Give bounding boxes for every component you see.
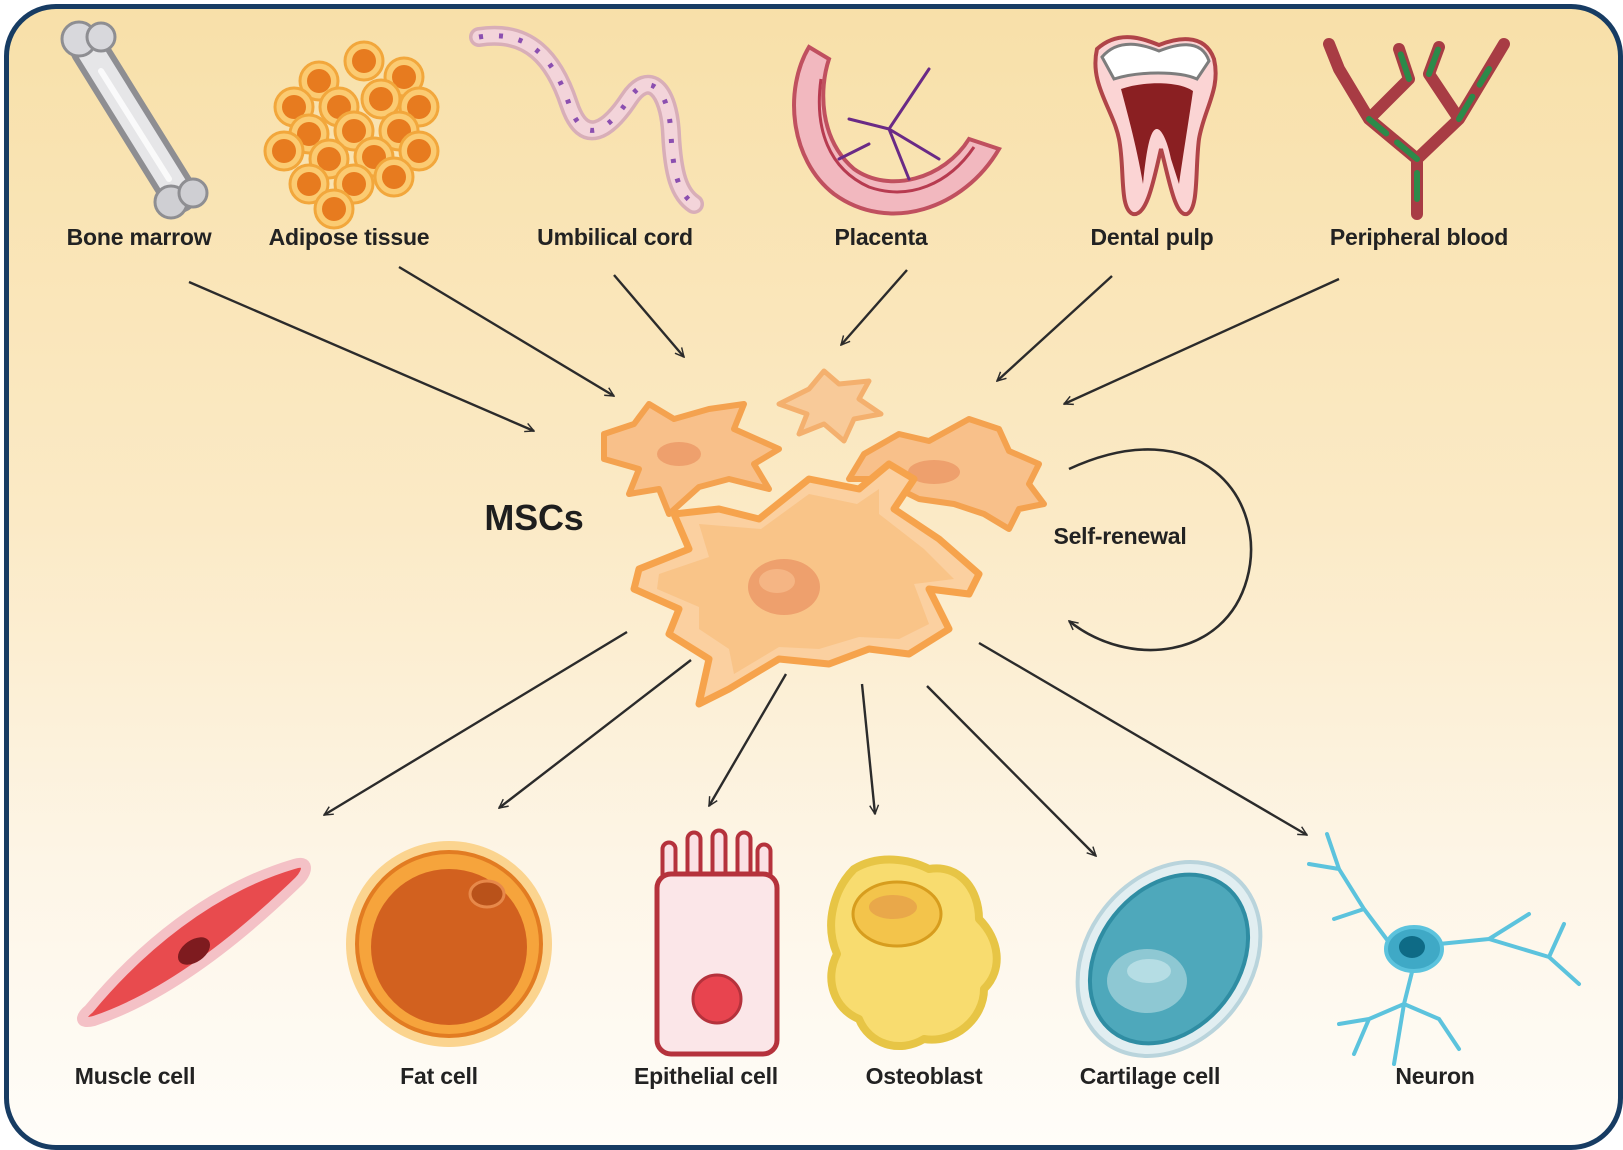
msc-right [846,416,1047,532]
target-label-neuron: Neuron [1395,1063,1475,1089]
target-label-muscle-cell: Muscle cell [74,1063,196,1089]
cartilage-cell-icon [1075,860,1263,1058]
target-label-osteoblast: Osteoblast [865,1063,983,1089]
tooth-icon [1093,35,1218,217]
arrow-dental-pulp [997,275,1113,381]
inflow-arrows [188,265,1340,431]
source-label-placenta: Placenta [834,224,928,250]
target-label-epithelial-cell: Epithelial cell [634,1063,778,1089]
target-label-cartilage-cell: Cartilage cell [1079,1063,1221,1089]
circular-arrow-icon [1069,448,1253,652]
arrow-cartilage-cell [926,685,1096,856]
neuron-icon [1307,832,1581,1066]
adipose-tissue-icon [263,40,440,230]
fat-cell-icon [346,841,552,1047]
outflow-arrows [324,630,1307,856]
blood-vessels-icon [1323,38,1510,220]
osteoblast-icon [827,855,1001,1051]
arrow-fat-cell [499,659,692,808]
msc-small-top [776,368,884,444]
msc-label: MSCs [484,497,584,538]
diagram-frame: Bone marrow Adipose tissue Umbilical cor… [4,4,1623,1150]
muscle-cell-icon [77,857,311,1027]
self-renewal-label: Self-renewal [1053,523,1187,549]
source-label-umbilical-cord: Umbilical cord [537,224,693,250]
arrow-placenta [841,269,908,345]
arrow-peripheral-blood [1064,277,1340,406]
target-label-fat-cell: Fat cell [400,1063,478,1089]
arrow-osteoblast [860,683,875,814]
arrow-muscle-cell [324,630,628,817]
source-label-adipose-tissue: Adipose tissue [268,224,430,250]
source-label-peripheral-blood: Peripheral blood [1329,224,1509,250]
epithelial-cell-icon [654,828,780,1057]
arrow-epithelial-cell [707,673,788,806]
arrow-neuron [978,641,1307,837]
placenta-icon [792,44,1002,216]
msc-large [630,460,983,708]
mesenchymal-stem-cells-icon [601,368,1047,708]
source-label-dental-pulp: Dental pulp [1090,224,1214,250]
umbilical-cord-icon [469,25,704,214]
arrow-adipose-tissue [398,265,614,398]
bone-icon [60,20,209,220]
source-label-bone-marrow: Bone marrow [66,224,212,250]
msc-left [601,401,782,517]
arrow-bone-marrow [188,280,534,431]
diagram-canvas [60,20,1581,1066]
arrow-umbilical-cord [613,274,684,357]
